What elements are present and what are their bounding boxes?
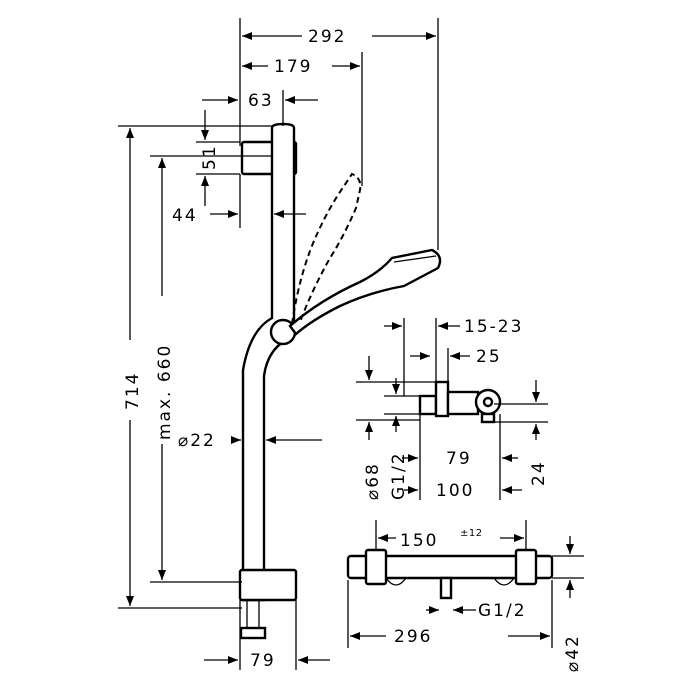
dim-660-label: max. 660	[155, 344, 175, 440]
valve-body-side	[446, 390, 480, 416]
shower-rail	[241, 122, 296, 602]
dim-44: 44	[172, 174, 306, 228]
dim-296-label: 296	[394, 627, 432, 647]
dim-24-label: 24	[529, 460, 549, 486]
dim-714-label: 714	[123, 372, 143, 410]
dim-42-label: ⌀42	[563, 634, 583, 672]
dim-15-23: 15-23	[384, 317, 523, 396]
flow-handle	[514, 548, 538, 586]
handshower	[288, 248, 442, 336]
dim-22: ⌀22	[178, 431, 322, 451]
dim-79-bottom: 79	[204, 600, 330, 671]
dim-22-label: ⌀22	[178, 431, 216, 451]
shower-set	[238, 122, 442, 640]
dim-292: 292	[239, 18, 439, 250]
dim-150-label: 150	[400, 531, 438, 551]
dim-15-23-label: 15-23	[464, 317, 523, 337]
dim-25-label: 25	[476, 347, 502, 367]
eccentric-body	[434, 380, 450, 418]
dim-79-bottom-label: 79	[250, 651, 276, 671]
dim-42: ⌀42	[552, 536, 584, 672]
dim-g12-connection-label: G1/2	[389, 451, 409, 500]
dim-292-label: 292	[308, 27, 346, 47]
dim-24: 24	[494, 380, 549, 486]
dim-150: 150 ±12	[375, 520, 527, 551]
wall-connection-right	[493, 577, 515, 586]
dim-714: 714	[118, 125, 272, 609]
handshower-dashed	[291, 172, 362, 325]
dim-100-label: 100	[436, 481, 474, 501]
dim-63-label: 63	[248, 91, 274, 111]
dim-660: max. 660	[150, 155, 272, 583]
outlet	[439, 576, 453, 600]
temperature-handle	[364, 548, 388, 586]
dim-68: ⌀68	[356, 356, 436, 500]
dim-g12-outlet-label: G1/2	[478, 601, 527, 621]
dim-79-side: 79	[402, 414, 518, 500]
hose	[246, 600, 260, 628]
dim-63: 63	[202, 90, 318, 126]
dim-68-label: ⌀68	[363, 462, 383, 500]
dim-44-label: 44	[172, 206, 198, 226]
dim-g12-connection: G1/2	[384, 378, 420, 500]
dim-25: 25	[410, 347, 502, 392]
dim-79-side-label: 79	[446, 449, 472, 469]
dim-51: 51	[196, 110, 240, 206]
hose-nut	[239, 626, 267, 640]
dim-179-label: 179	[274, 57, 312, 77]
dim-51-label: 51	[200, 144, 220, 170]
dim-150-tolerance: ±12	[460, 528, 483, 539]
dim-179: 179	[242, 52, 363, 186]
dim-100: 100	[404, 470, 522, 501]
connector-side-view	[418, 380, 502, 424]
wall-bracket	[238, 568, 298, 602]
eccentric-nut	[418, 394, 438, 416]
thermostat-front-view	[346, 548, 554, 600]
dim-g12-outlet: G1/2	[426, 601, 527, 621]
dim-296: 296	[347, 580, 553, 648]
wall-connection-left	[385, 577, 407, 586]
